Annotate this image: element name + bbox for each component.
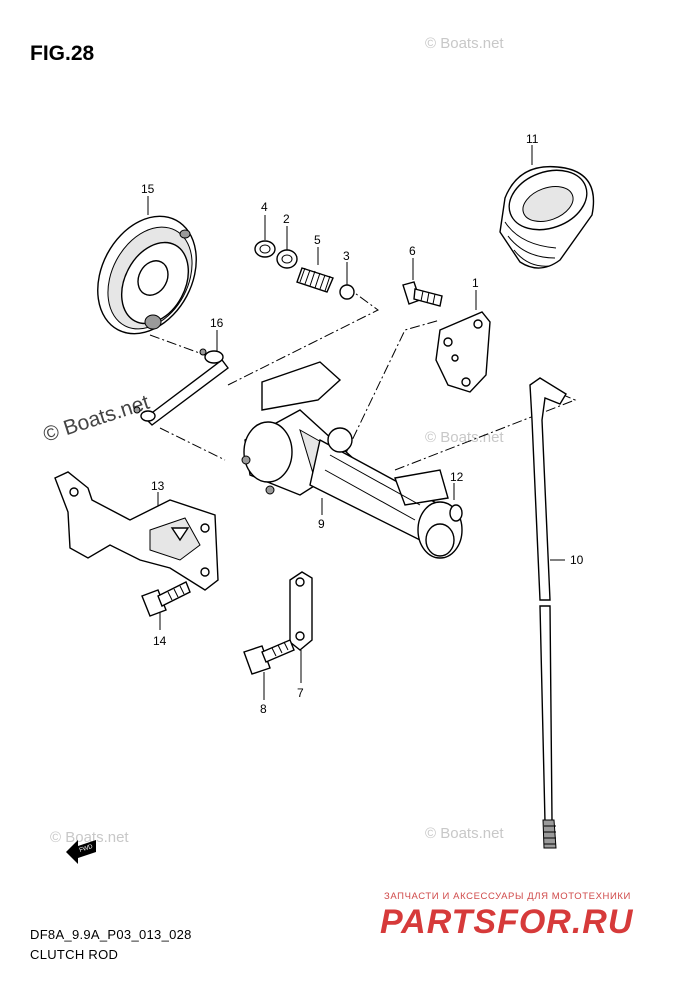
part-8-bolt	[243, 639, 295, 675]
part-3-ball	[339, 284, 355, 300]
part-14-bolt	[141, 581, 191, 617]
part-15-pulley	[97, 215, 197, 335]
figure-code: DF8A_9.9A_P03_013_028	[30, 927, 192, 942]
part-10-clutch-rod	[529, 377, 567, 849]
callout-10: 10	[570, 553, 584, 567]
brand-logo: PARTSFOR.RU	[380, 903, 634, 941]
callout-9: 9	[318, 517, 325, 531]
part-2-washer	[276, 249, 298, 269]
callout-1: 1	[472, 276, 479, 290]
callout-15: 15	[141, 182, 155, 196]
part-4-circlip	[254, 240, 276, 258]
part-7-link-plate	[289, 571, 313, 651]
callout-3: 3	[343, 249, 350, 263]
part-12-clip	[449, 504, 463, 522]
part-5-spring	[296, 267, 334, 293]
callout-4: 4	[261, 200, 268, 214]
watermark-mid-right: © Boats.net	[425, 429, 504, 446]
part-9-clutch-shaft	[241, 361, 463, 559]
callout-16: 16	[210, 316, 224, 330]
figure-title: FIG.28	[30, 42, 95, 65]
part-16-link-rod	[133, 348, 229, 426]
callout-5: 5	[314, 233, 321, 247]
part-1-bracket-plate	[435, 311, 491, 393]
watermark-bottom-left: © Boats.net	[50, 829, 129, 846]
fwd-label: FWD	[79, 844, 94, 854]
callout-numbers: 1 2 3 4 5 6 7 8 9 10 11 12 13 14 15 16	[141, 132, 584, 716]
callout-7: 7	[297, 686, 304, 700]
part-11-grommet	[499, 166, 595, 269]
callout-13: 13	[151, 479, 165, 493]
callout-11: 11	[526, 132, 539, 146]
brand-tagline: ЗАПЧАСТИ И АКСЕССУАРЫ ДЛЯ МОТОТЕХНИКИ	[384, 891, 631, 902]
callout-2: 2	[283, 212, 290, 226]
part-13-plate-bracket	[54, 471, 219, 591]
fwd-arrow-icon: FWD	[66, 840, 96, 864]
watermark-large-left: © Boats.net	[40, 391, 152, 447]
callout-6: 6	[409, 244, 416, 258]
callout-14: 14	[153, 634, 167, 648]
watermark-bottom-right: © Boats.net	[425, 825, 504, 842]
watermark-top-right: © Boats.net	[425, 35, 504, 52]
part-6-bolt	[402, 281, 443, 307]
callout-12: 12	[450, 470, 464, 484]
callout-8: 8	[260, 702, 267, 716]
figure-name: CLUTCH ROD	[30, 947, 119, 962]
